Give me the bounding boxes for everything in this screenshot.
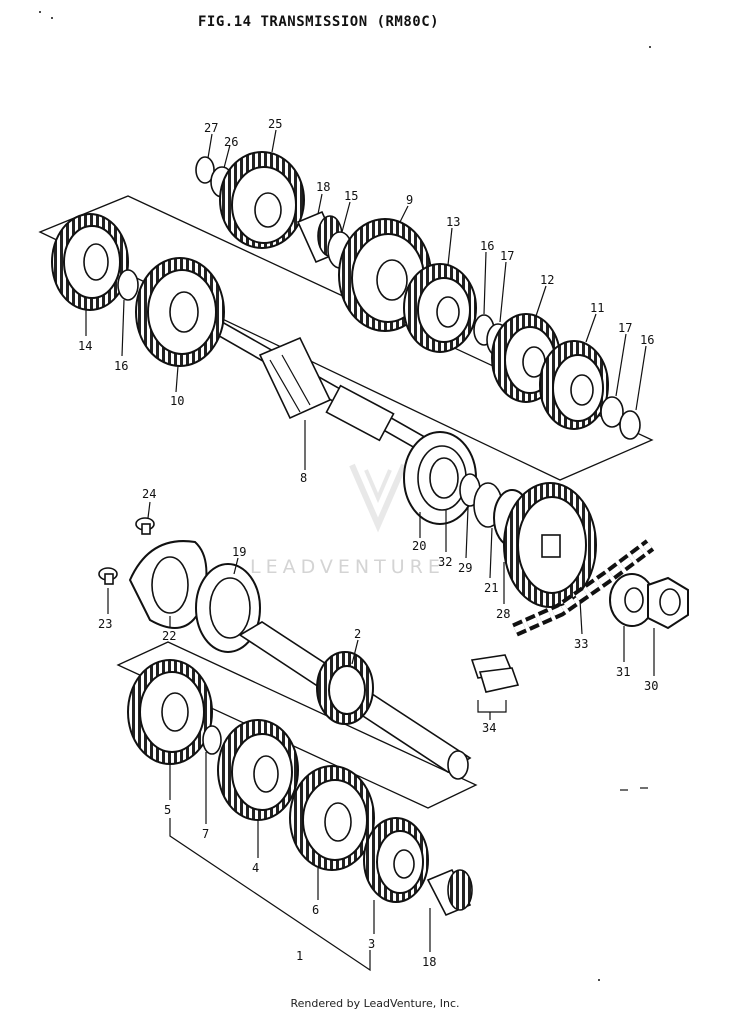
callout-9: 9	[406, 193, 413, 207]
item-34-bracket	[477, 700, 507, 713]
circlip-16-right	[619, 410, 641, 440]
footer-credit: Rendered by LeadVenture, Inc.	[290, 997, 460, 1010]
callout-1: 1	[296, 949, 303, 963]
callout-22: 22	[162, 629, 176, 643]
leader-lines	[85, 129, 655, 952]
callout-29: 29	[458, 561, 472, 575]
circlip-7	[202, 725, 222, 755]
callout-26: 26	[224, 135, 238, 149]
callout-18-upper: 18	[316, 180, 330, 194]
gear-13	[403, 263, 477, 353]
callout-6: 6	[312, 903, 319, 917]
callout-15: 15	[344, 189, 358, 203]
bolt-24	[135, 517, 155, 535]
driveshaft-group-box	[116, 641, 478, 809]
callout-8: 8	[300, 471, 307, 485]
callout-3: 3	[368, 937, 375, 951]
gear-14	[51, 213, 129, 311]
callout-12: 12	[540, 273, 554, 287]
callout-17-mid: 17	[500, 249, 514, 263]
item-1-bracket	[169, 818, 371, 972]
callout-16-mid: 16	[480, 239, 494, 253]
callout-28: 28	[496, 607, 510, 621]
bolt-23	[98, 567, 118, 585]
lock-washer-31	[609, 573, 655, 627]
washer-17-right	[600, 396, 624, 428]
bearing-20	[403, 431, 477, 525]
countershaft-group-box	[38, 195, 654, 481]
callout-27: 27	[204, 121, 218, 135]
bearing-19	[195, 563, 261, 653]
callout-7: 7	[202, 827, 209, 841]
callout-20: 20	[412, 539, 426, 553]
callout-21: 21	[484, 581, 498, 595]
circlip-27	[195, 156, 215, 184]
callout-16-right: 16	[640, 333, 654, 347]
callout-2: 2	[354, 627, 361, 641]
callout-34: 34	[482, 721, 496, 735]
watermark-text: LEADVENTURE	[250, 556, 445, 578]
gear-10	[135, 257, 225, 367]
gear-6	[289, 765, 375, 871]
callout-labels: 27 26 25 18 15 9 13 16 17 12 11 17 16 14…	[78, 117, 658, 969]
scan-artifacts	[39, 11, 651, 981]
callout-5: 5	[164, 803, 171, 817]
callout-11: 11	[590, 301, 604, 315]
countershaft	[198, 317, 432, 449]
gear-4	[217, 719, 299, 821]
callout-19: 19	[232, 545, 246, 559]
callout-10: 10	[170, 394, 184, 408]
callout-32: 32	[438, 555, 452, 569]
callout-30: 30	[644, 679, 658, 693]
callout-13: 13	[446, 215, 460, 229]
gear-3	[363, 817, 429, 903]
callout-4: 4	[252, 861, 259, 875]
callout-17-right: 17	[618, 321, 632, 335]
callout-14: 14	[78, 339, 92, 353]
circlip-16-left	[117, 269, 139, 301]
drive-chain-33	[512, 539, 655, 637]
driveshaft-2	[238, 621, 472, 780]
gear-25	[219, 151, 305, 249]
callout-24: 24	[142, 487, 156, 501]
callout-33: 33	[574, 637, 588, 651]
callout-31: 31	[616, 665, 630, 679]
watermark-logo	[349, 463, 407, 533]
callout-18-lower: 18	[422, 955, 436, 969]
figure-title: FIG.14 TRANSMISSION (RM80C)	[198, 14, 440, 30]
engine-sprocket-28	[503, 482, 597, 608]
nut-30	[647, 576, 689, 630]
master-link-34	[470, 654, 520, 693]
needle-bearing-18-lower	[426, 868, 473, 917]
callout-16-left: 16	[114, 359, 128, 373]
bearing-retainer-22	[128, 540, 208, 629]
callout-23: 23	[98, 617, 112, 631]
callout-25: 25	[268, 117, 282, 131]
gear-11	[539, 340, 609, 430]
gear-5	[127, 659, 213, 765]
